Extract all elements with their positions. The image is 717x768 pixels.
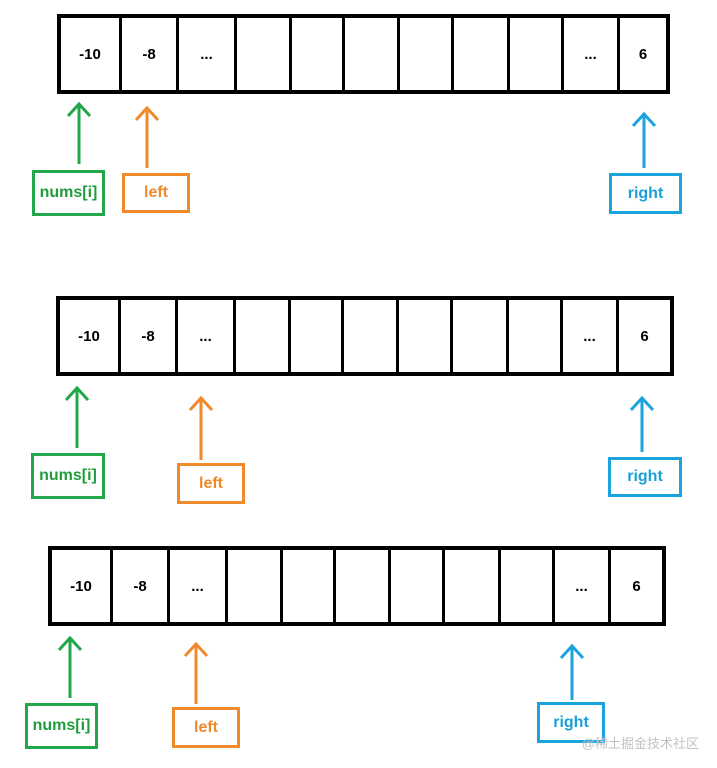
array-cell: ...: [561, 18, 617, 90]
array-cell: ...: [175, 300, 233, 372]
array-cell: [451, 18, 507, 90]
array-row-2: -10 -8 ... ... 6: [56, 296, 674, 376]
array-cell: [225, 550, 280, 622]
array-cell: [289, 18, 342, 90]
array-cell: [396, 300, 450, 372]
right-label: right: [608, 457, 682, 497]
left-arrow-1: [134, 105, 160, 168]
array-cell: [288, 300, 341, 372]
array-cell: [333, 550, 388, 622]
array-cell: [498, 550, 552, 622]
array-cell: -8: [110, 550, 167, 622]
array-cell: [341, 300, 396, 372]
array-cell: [234, 18, 289, 90]
array-cell: -10: [78, 327, 100, 345]
array-cell: ...: [552, 550, 608, 622]
array-row-3: -10 -8 ... ... 6: [48, 546, 666, 626]
array-cell: 6: [617, 18, 666, 90]
array-cell: [342, 18, 397, 90]
right-label: right: [609, 173, 682, 214]
array-cell: ...: [176, 18, 234, 90]
array-cell: [442, 550, 498, 622]
nums-i-arrow-2: [64, 385, 90, 448]
array-cell: [450, 300, 506, 372]
left-label: left: [172, 707, 240, 748]
nums-i-label: nums[i]: [31, 453, 105, 499]
array-cell: 6: [608, 550, 662, 622]
array-cell: [233, 300, 288, 372]
right-arrow-1: [631, 111, 657, 168]
watermark: @稀土掘金技术社区: [581, 736, 699, 751]
array-cell: ...: [167, 550, 225, 622]
array-cell: ...: [560, 300, 616, 372]
left-arrow-3: [183, 641, 209, 704]
left-label: left: [122, 173, 190, 213]
array-cell: -8: [119, 18, 176, 90]
right-label: right: [537, 702, 605, 743]
nums-i-label: nums[i]: [25, 703, 98, 749]
right-arrow-2: [629, 395, 655, 452]
array-cell: [388, 550, 442, 622]
array-row-1: -10 -8 ... ... 6: [57, 14, 670, 94]
right-arrow-3: [559, 643, 585, 700]
left-arrow-2: [188, 395, 214, 460]
array-cell: -10: [70, 577, 92, 595]
array-cell: [280, 550, 333, 622]
array-cell: -10: [79, 45, 101, 63]
nums-i-arrow-3: [57, 635, 83, 698]
array-cell: [507, 18, 561, 90]
array-cell: [397, 18, 451, 90]
nums-i-arrow-1: [66, 101, 92, 164]
array-cell: 6: [616, 300, 670, 372]
nums-i-label: nums[i]: [32, 170, 105, 216]
array-cell: -8: [118, 300, 175, 372]
array-cell: [506, 300, 560, 372]
left-label: left: [177, 463, 245, 504]
